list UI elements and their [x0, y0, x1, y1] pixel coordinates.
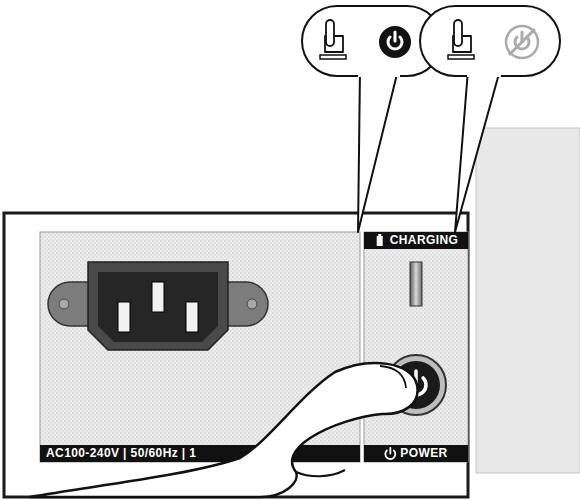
label-bar — [364, 445, 468, 462]
label-bar — [364, 232, 468, 249]
panel-label: CHARGING — [390, 233, 459, 247]
panel-label: POWER — [400, 446, 447, 460]
charging-indicator — [410, 262, 422, 306]
power-icon — [385, 448, 395, 459]
label-bar — [40, 445, 360, 462]
rating-label: AC100-240V | 50/60Hz | 1 — [46, 446, 196, 460]
device-frame — [4, 213, 468, 497]
ac-inlet — [48, 262, 268, 350]
pressing-hand — [30, 363, 418, 497]
callout-press-off — [420, 6, 560, 232]
battery-icon — [377, 234, 383, 246]
control-panel — [364, 232, 468, 462]
side-panel — [476, 128, 580, 473]
